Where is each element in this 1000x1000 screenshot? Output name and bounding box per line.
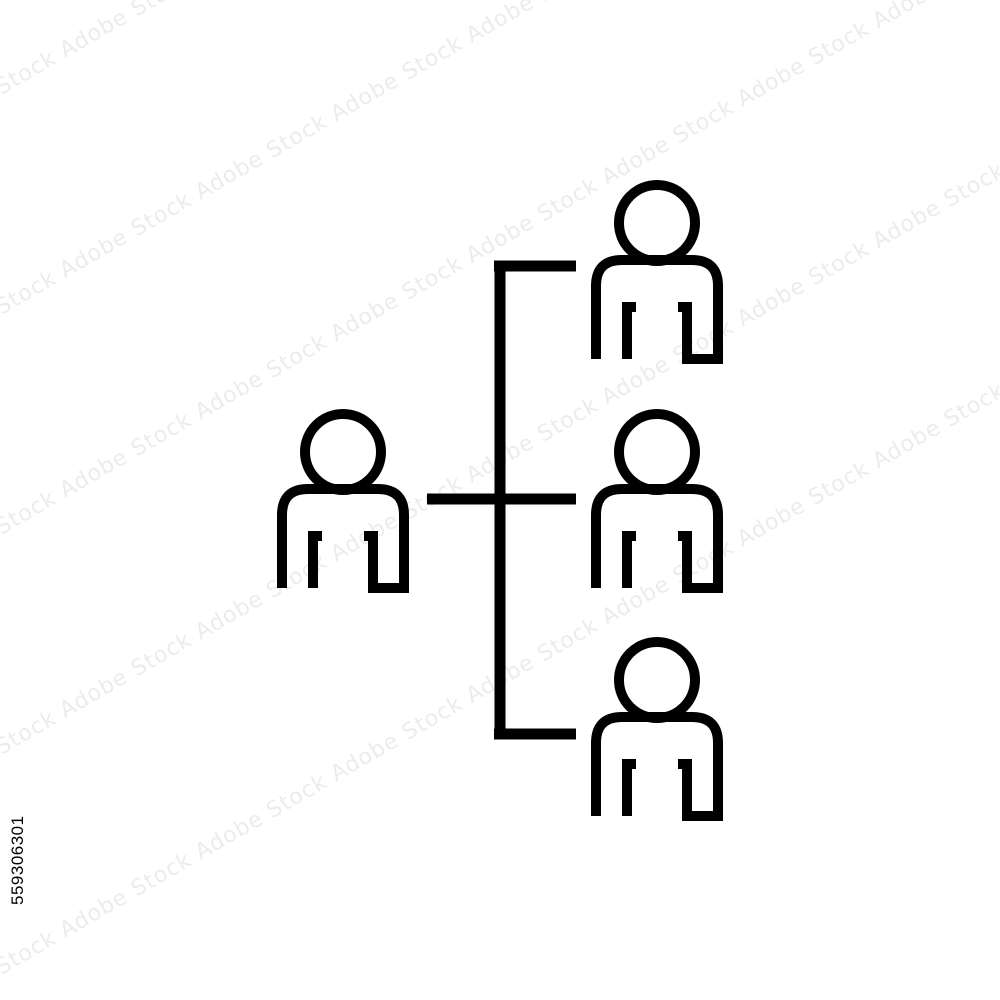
person-child-1 [591,180,723,364]
stock-image-id: 559306301 [8,815,27,905]
connector-lines [427,260,576,740]
person-outline-icon [591,180,723,364]
person-outline-icon [591,637,723,821]
person-child-2 [591,409,723,593]
person-outline-icon [591,409,723,593]
person-parent [277,409,409,593]
person-child-3 [591,637,723,821]
person-outline-icon [277,409,409,593]
